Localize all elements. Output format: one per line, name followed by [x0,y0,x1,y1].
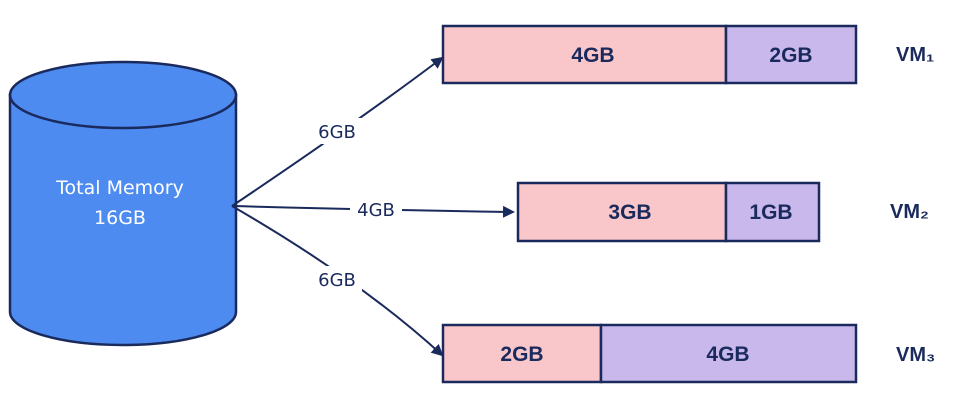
vm3-used-segment [441,323,603,384]
arrow-label-vm1: 6GB [318,122,356,143]
vm3-free-segment [599,323,858,384]
vm2-memory-bar: 3GB 1GB [516,181,821,243]
vm2-used-segment [516,181,728,243]
vm1-name: VM₁ [896,44,934,66]
vm1-right-label: 2GB [769,44,812,67]
total-memory-size: 16GB [94,207,146,229]
vm3-memory-bar: 2GB 4GB [441,323,858,384]
vm1-used-segment [441,24,728,85]
vm3-name: VM₃ [896,344,935,366]
vm1-free-segment [724,24,858,85]
vm2-free-segment [724,181,821,243]
vm3-left-label: 2GB [500,343,543,366]
vm2-name: VM₂ [890,201,929,223]
arrow-label-vm3: 6GB [318,270,356,291]
arrow-label-vm2: 4GB [357,200,395,221]
vm3-right-label: 4GB [706,343,749,366]
vm1-left-label: 4GB [571,44,614,67]
total-memory-cylinder: Total Memory 16GB [8,60,238,347]
vm2-right-label: 1GB [749,201,792,224]
vm1-memory-bar: 4GB 2GB [441,24,858,85]
vm2-left-label: 3GB [608,201,651,224]
total-memory-label: Total Memory [55,177,184,199]
